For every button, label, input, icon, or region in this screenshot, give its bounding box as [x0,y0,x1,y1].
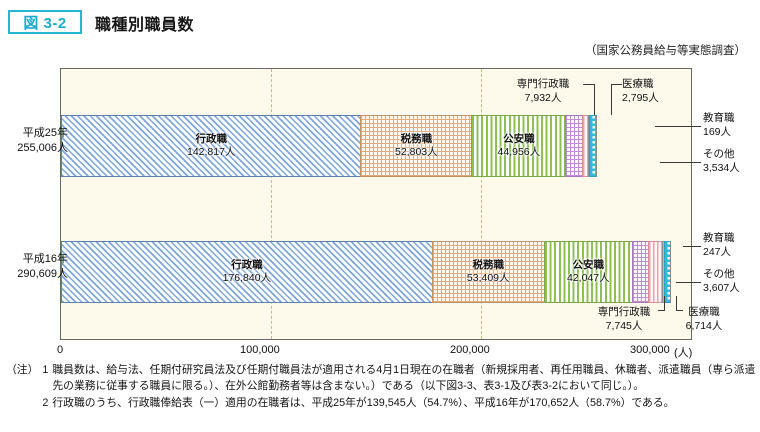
callout-kyoikushoku-h25: 教育職 169人 [703,112,735,139]
callout-value: 7,745人 [605,319,643,332]
figure-header: 図 3-2 職種別職員数 [0,0,760,44]
leader-line [664,296,665,310]
callout-sonota-h25: その他 3,534人 [703,148,740,175]
segment-value: 52,803人 [395,146,438,158]
footnote-number: 1 [42,364,49,376]
callout-name: その他 [703,148,735,160]
segment-gyoseishoku-h25[interactable]: 行政職 142,817人 [61,115,361,177]
leader-line [611,84,622,85]
category-total: 290,609人 [17,267,68,280]
leader-line [676,296,677,310]
segment-value: 42,047人 [566,272,610,284]
segment-label: 税務職 52,803人 [395,133,438,159]
segment-name: 行政職 [195,132,227,145]
category-year: 平成16年 [22,253,68,265]
figure-number-badge: 図 3-2 [8,10,82,34]
callout-value: 3,607人 [703,281,740,294]
leader-line [676,282,701,283]
callout-sonota-h16: その他 3,607人 [703,268,740,295]
segment-sonota-h25[interactable] [589,115,597,177]
callout-name: 教育職 [703,232,735,244]
segment-zeimushoku-h16[interactable]: 税務職 53,409人 [431,241,544,303]
segment-zeimushoku-h25[interactable]: 税務職 52,803人 [360,115,472,177]
callout-value: 2,795人 [622,91,659,104]
callout-name: 医療職 [622,78,654,90]
leader-line [594,84,595,115]
callout-iryoshoku-h16: 医療職 6,714人 [666,306,742,333]
segment-kyoikushoku-h25[interactable] [588,115,590,177]
callout-senmongyoseishoku-h16: 専門行政職 7,745人 [586,306,662,333]
source-note: （国家公務員給与等実態調査） [585,45,746,57]
x-axis-unit: (人) [674,347,693,359]
callout-name: 医療職 [688,306,720,318]
segment-name: 公安職 [503,132,535,145]
segment-iryoshoku-h16[interactable] [648,241,663,303]
segment-label: 行政職 142,817人 [187,133,235,159]
segment-value: 44,956人 [497,146,541,158]
segment-gyoseishoku-h16[interactable]: 行政職 176,840人 [61,241,432,303]
segment-label: 税務職 53,409人 [467,259,510,285]
x-tick-100000: 100,000 [240,344,280,356]
segment-label: 公安職 44,956人 [498,133,541,159]
segment-name: 行政職 [231,258,263,271]
footnote-text: 行政職のうち、行政職俸給表（一）適用の在職者は、平成25年が139,545人（5… [52,396,675,409]
callout-value: 169人 [703,125,732,138]
callout-kyoikushoku-h16: 教育職 247人 [703,232,735,259]
footnote-2: （注） 2 行政職のうち、行政職俸給表（一）適用の在職者は、平成25年が139,… [6,395,756,411]
footnote-text: 職員数は、給与法、任期付研究員法及び任期付職員法が適用される4月1日現在の在職者… [52,364,756,393]
x-tick-0: 0 [57,344,64,356]
gridline-200000 [481,69,482,339]
leader-line [583,84,594,85]
footnote-1: （注） 1 職員数は、給与法、任期付研究員法及び任期付職員法が適用される4月1日… [6,362,756,395]
callout-name: その他 [703,268,735,280]
x-axis: 0 100,000 200,000 300,000 (人) [57,340,693,362]
leader-line [611,84,612,115]
segment-value: 53,409人 [466,272,510,284]
leader-line [683,246,701,247]
x-tick-300000: 300,000 [630,344,670,356]
callout-senmongyoseishoku-h25: 専門行政職 7,932人 [505,78,581,105]
segment-senmongyoseishoku-h25[interactable] [565,115,583,177]
callout-name: 専門行政職 [516,78,570,90]
segment-iryoshoku-h25[interactable] [582,115,589,177]
callout-iryoshoku-h25: 医療職 2,795人 [622,78,659,105]
category-label-heisei-16: 平成16年 290,609人 [0,252,68,282]
footnote-number: 2 [42,396,49,409]
category-year: 平成25年 [22,127,68,139]
page-title: 職種別職員数 [95,17,195,34]
category-total: 255,006人 [17,141,68,154]
leader-line [660,162,701,163]
callout-value: 3,534人 [703,161,740,174]
callout-name: 教育職 [703,112,735,124]
bar-heisei-16[interactable]: 行政職 176,840人 税務職 53,409人 公安職 42,047人 [61,241,672,303]
gridline-100000 [271,69,272,339]
segment-koanshoku-h16[interactable]: 公安職 42,047人 [543,241,632,303]
category-label-heisei-25: 平成25年 255,006人 [0,126,68,156]
x-tick-200000: 200,000 [450,344,490,356]
callout-value: 6,714人 [685,319,723,332]
leader-line [676,310,683,311]
footnote-marker: （注） [6,364,39,376]
segment-sonota-h16[interactable] [663,241,672,303]
segment-value: 176,840人 [222,272,272,284]
segment-kyoikushoku-h16[interactable] [662,241,664,303]
bar-heisei-25[interactable]: 行政職 142,817人 税務職 52,803人 公安職 44,956人 [61,115,597,177]
callout-value: 7,932人 [524,91,562,104]
callout-name: 専門行政職 [597,306,651,318]
segment-label: 行政職 176,840人 [223,259,271,285]
segment-name: 税務職 [472,258,504,271]
footnotes: （注） 1 職員数は、給与法、任期付研究員法及び任期付職員法が適用される4月1日… [6,362,756,411]
segment-label: 公安職 42,047人 [567,259,610,285]
leader-line [658,310,665,311]
segment-value: 142,817人 [187,146,236,158]
leader-line [655,126,701,127]
segment-koanshoku-h25[interactable]: 公安職 44,956人 [471,115,566,177]
chart-plot-area: 行政職 142,817人 税務職 52,803人 公安職 44,956人 行政職… [60,68,692,340]
segment-name: 税務職 [400,132,433,145]
segment-name: 公安職 [572,258,605,271]
segment-senmongyoseishoku-h16[interactable] [631,241,649,303]
callout-value: 247人 [703,245,732,258]
